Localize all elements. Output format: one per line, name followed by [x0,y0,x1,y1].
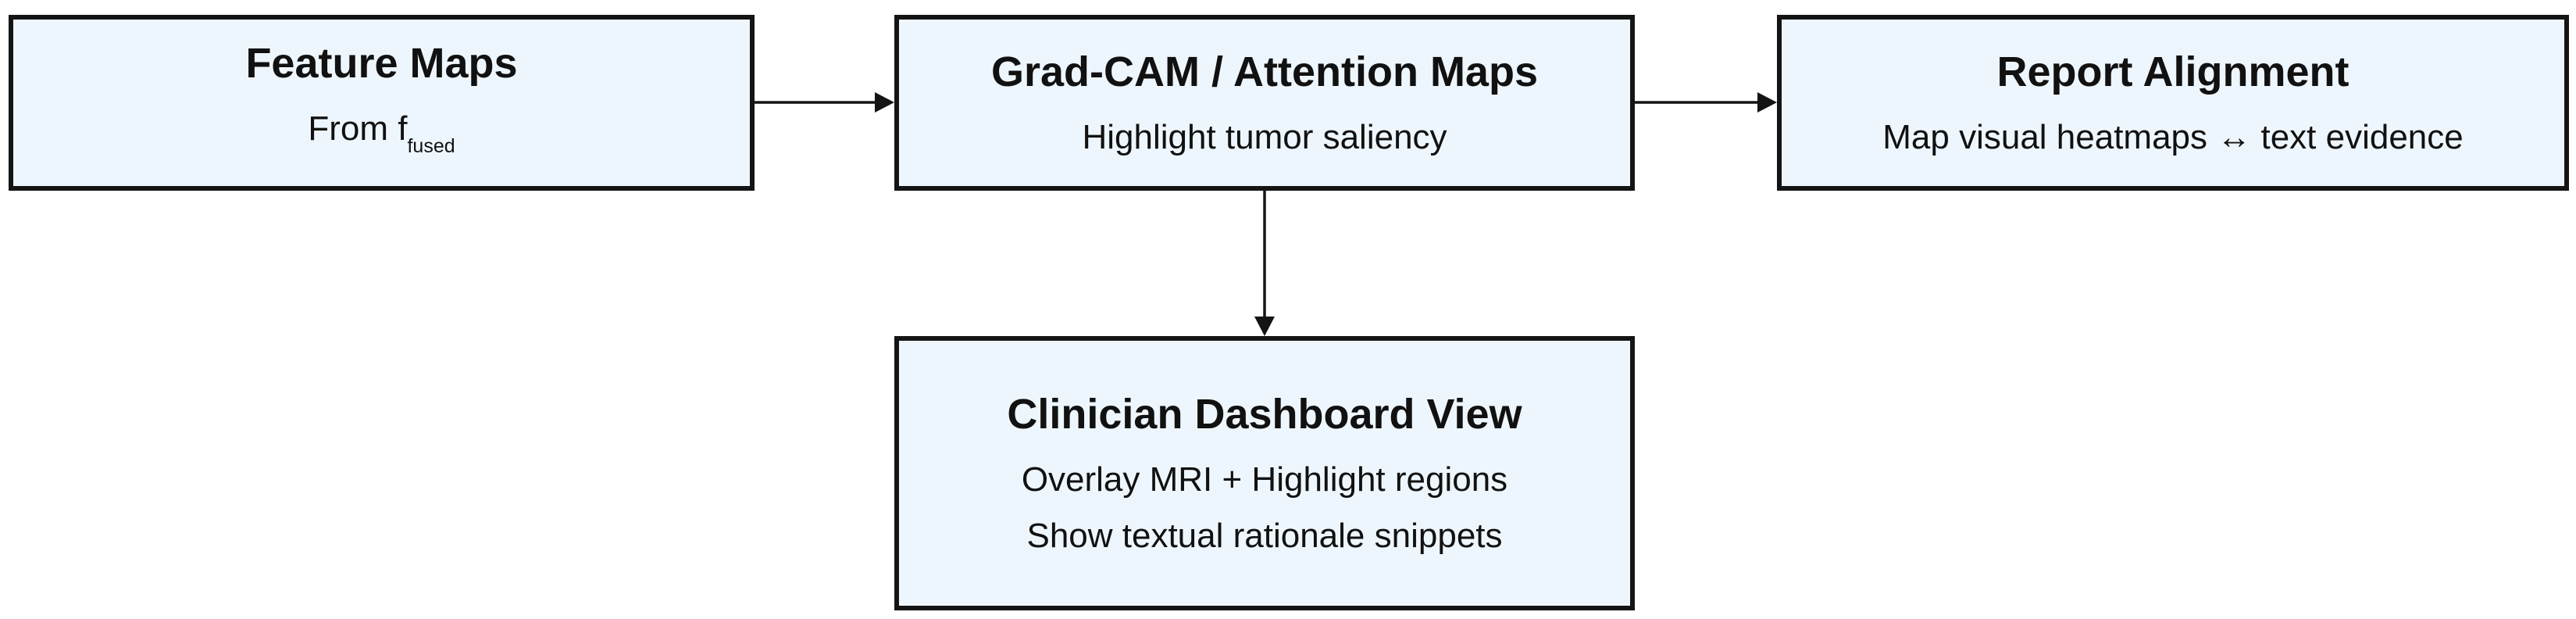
node-description-subscript: fused [407,134,455,157]
node-title: Feature Maps [245,39,518,87]
report-alignment-node: Report Alignment Map visual heatmaps ↔ t… [1777,15,2569,191]
node-description-text: From f [308,109,408,148]
node-description-line-1: Overlay MRI + Highlight regions [1021,460,1508,499]
clinician-dashboard-node: Clinician Dashboard View Overlay MRI + H… [894,336,1635,610]
node-description: Highlight tumor saliency [1082,117,1447,156]
node-title: Clinician Dashboard View [1007,390,1522,438]
gradcam-attention-node: Grad-CAM / Attention Maps Highlight tumo… [894,15,1635,191]
node-description-line-2: Show textual rationale snippets [1026,516,1503,555]
node-title: Report Alignment [1996,48,2349,95]
feature-maps-node: Feature Maps From ffused [9,15,755,191]
node-title: Grad-CAM / Attention Maps [991,48,1538,95]
arrow-gradcam-to-dashboard [1254,191,1275,336]
node-description: From ffused [308,107,455,168]
arrow-gradcam-to-report [1635,92,1777,113]
node-description: Map visual heatmaps ↔ text evidence [1882,117,2464,156]
arrow-feature-to-gradcam [755,92,894,113]
